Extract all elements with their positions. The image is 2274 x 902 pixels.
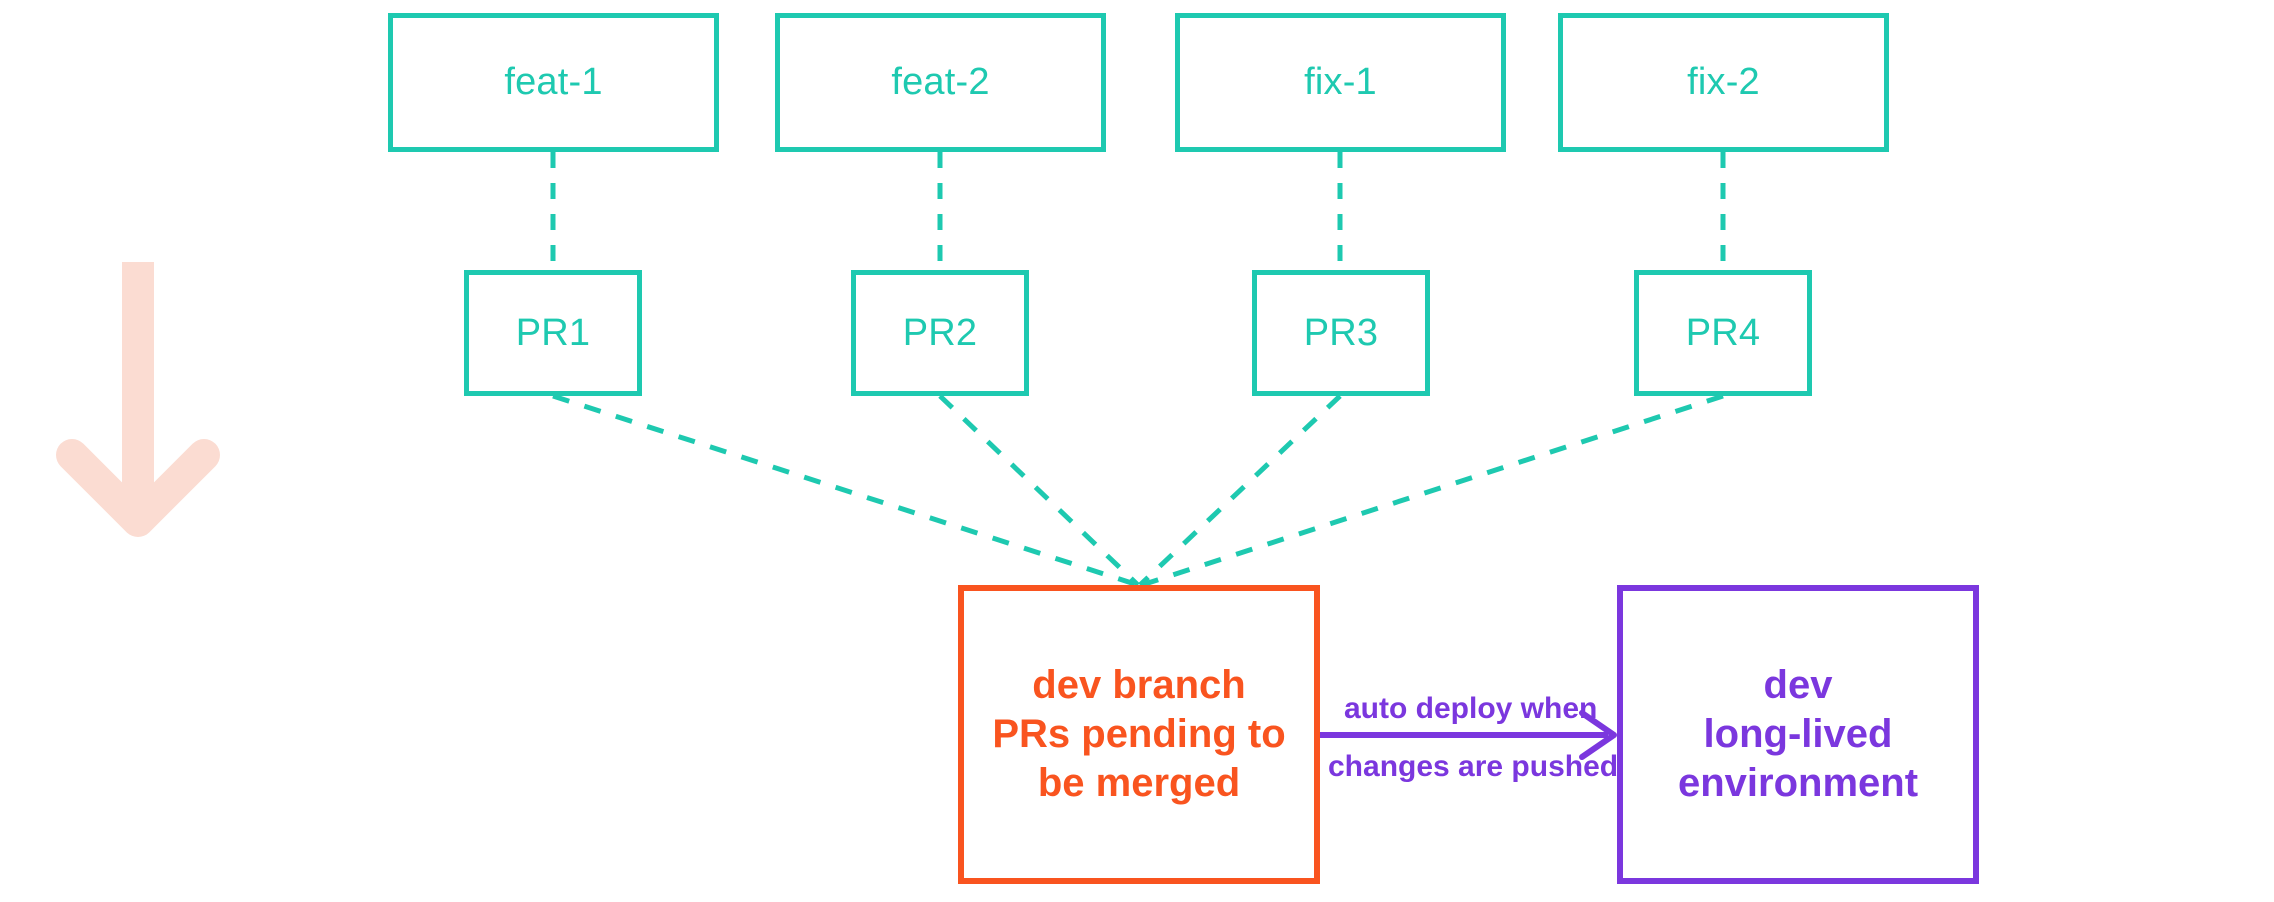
branch-node-feat-2[interactable]: feat-2 xyxy=(775,13,1106,152)
branch-node-feat-1[interactable]: feat-1 xyxy=(388,13,719,152)
edge-pr4-dev xyxy=(1141,393,1724,588)
branch-node-fix-2[interactable]: fix-2 xyxy=(1558,13,1889,152)
branch-node-fix-1[interactable]: fix-1 xyxy=(1175,13,1506,152)
branch-to-pr-connectors xyxy=(550,152,1726,270)
branch-label: fix-1 xyxy=(1304,61,1377,103)
dev-environment-title: dev xyxy=(1763,663,1833,708)
edge-pr3-dev xyxy=(1138,394,1342,587)
edge-pr1-dev xyxy=(552,393,1139,588)
pr-to-dev-connectors xyxy=(552,393,1724,588)
branch-label: feat-2 xyxy=(891,61,990,103)
branch-label: feat-1 xyxy=(504,61,603,103)
pr-node-pr4[interactable]: PR4 xyxy=(1634,270,1812,396)
dev-branch-line2: PRs pending to xyxy=(992,712,1286,757)
dev-environment-line2: long-lived xyxy=(1703,712,1893,757)
edge-pr2-dev xyxy=(938,394,1140,587)
dev-environment-line3: environment xyxy=(1677,760,1919,805)
dev-branch-title-bold: dev xyxy=(1032,663,1102,708)
dev-branch-title: dev branch xyxy=(1032,661,1245,710)
branch-label: fix-2 xyxy=(1687,61,1760,103)
pr-node-pr1[interactable]: PR1 xyxy=(464,270,642,396)
dev-environment-node[interactable]: dev long-lived environment xyxy=(1617,585,1979,884)
dev-branch-node[interactable]: dev branch PRs pending to be merged xyxy=(958,585,1320,884)
pr-label: PR2 xyxy=(902,311,978,354)
down-arrow-icon xyxy=(56,262,220,537)
pr-node-pr2[interactable]: PR2 xyxy=(851,270,1029,396)
dev-branch-title-rest: branch xyxy=(1101,663,1246,708)
pr-label: PR4 xyxy=(1685,311,1761,354)
pr-node-pr3[interactable]: PR3 xyxy=(1252,270,1430,396)
pr-label: PR3 xyxy=(1303,311,1379,354)
deploy-label-bottom: changes are pushed xyxy=(1328,750,1619,783)
pr-label: PR1 xyxy=(515,311,591,354)
dev-branch-line3: be merged xyxy=(1037,760,1241,805)
deploy-label-top: auto deploy when xyxy=(1344,692,1598,725)
